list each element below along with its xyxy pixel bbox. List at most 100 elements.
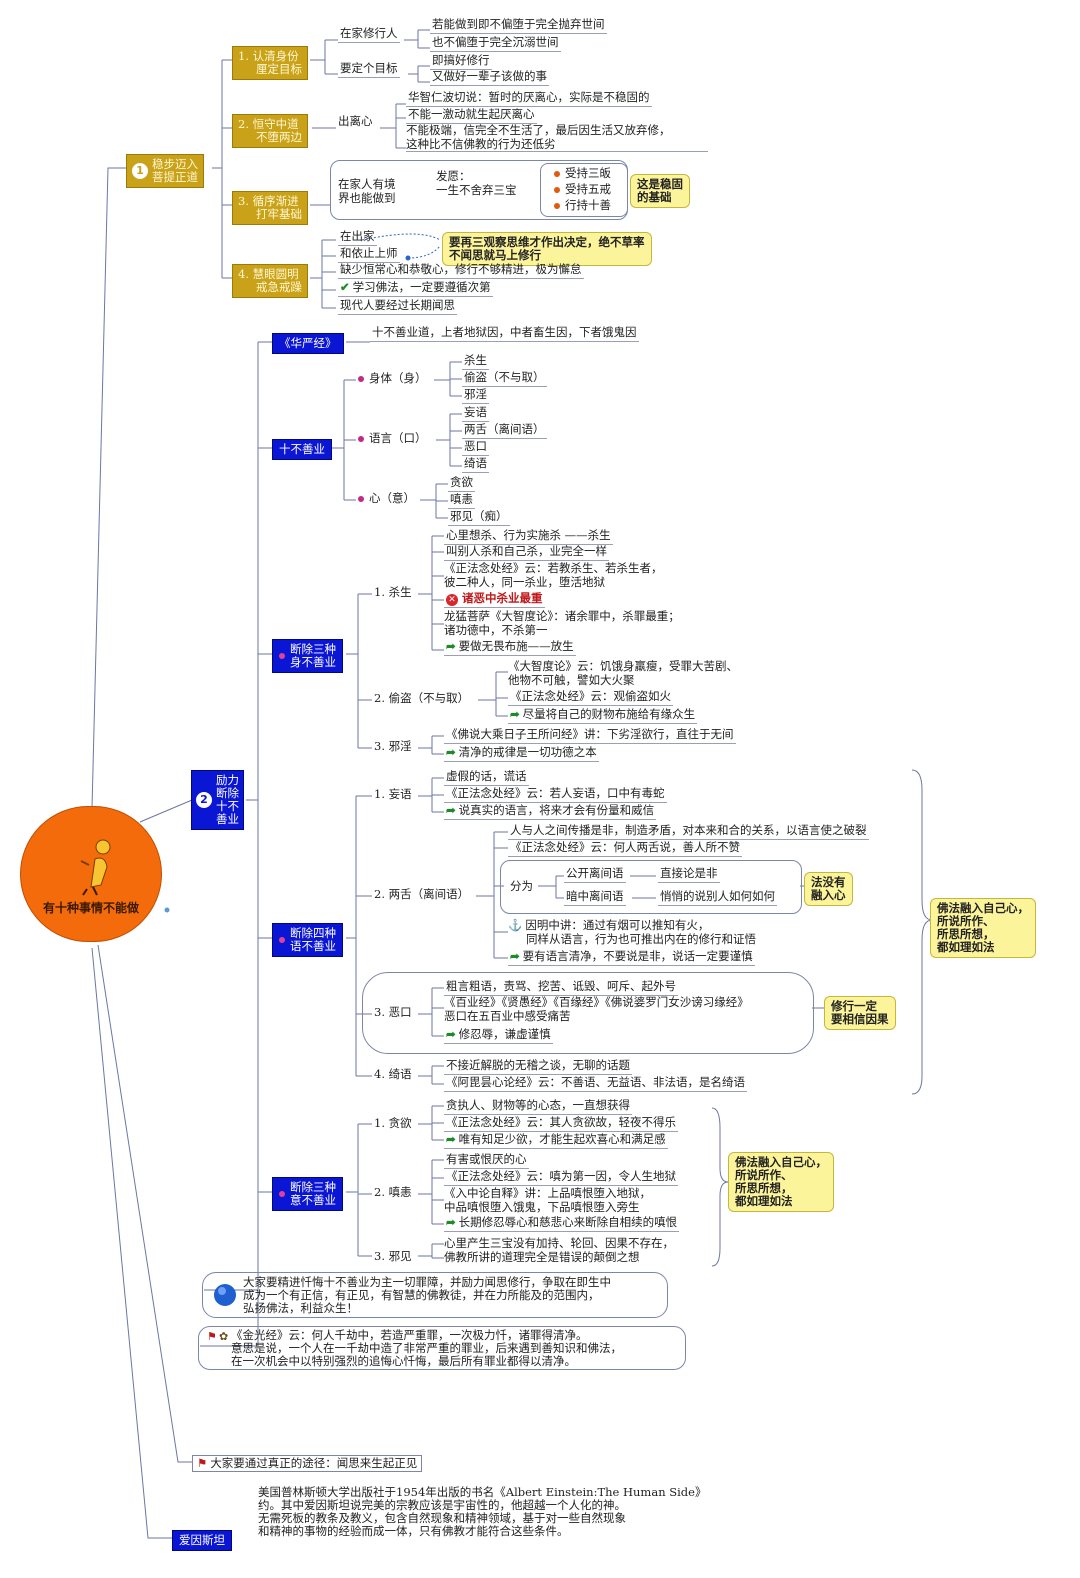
node-divided-into[interactable]: 分为 (510, 879, 533, 893)
node-mind[interactable]: 心（意） (358, 491, 415, 506)
einstein-text[interactable]: 美国普林斯顿大学出版社于1954年出版的书名《Albert Einstein:T… (258, 1486, 706, 1538)
node-idle-1[interactable]: 不接近解脱的无稽之谈，无聊的话题 (444, 1058, 632, 1075)
node-1-3-c2[interactable]: 受持五戒 (554, 182, 611, 197)
node-idle-talk[interactable]: 4. 绮语 (374, 1067, 412, 1081)
node-wrong-view[interactable]: 3. 邪见 (374, 1249, 412, 1263)
branch-2-node[interactable]: 2 励力 断除 十不 善业 (191, 770, 244, 830)
node-1-1-a2[interactable]: 也不偏堕于完全沉溺世间 (430, 35, 561, 52)
node-covetousness[interactable]: 1. 贪欲 (374, 1116, 412, 1130)
node-1-4-d[interactable]: ✔学习佛法，一定要遵循次第 (338, 280, 493, 297)
node-1-2-a1[interactable]: 华智仁波切说：暂时的厌离心，实际是不稳固的 (406, 90, 652, 107)
node-1-3-vow[interactable]: 发愿： 一生不舍弃三宝 (436, 169, 517, 197)
node-harsh-1[interactable]: 粗言粗语，责骂、挖苦、诋毁、呵斥、起外号 (444, 979, 678, 996)
node-speech-3[interactable]: 恶口 (462, 439, 489, 456)
topic-huayan-sutra[interactable]: 《华严经》 (272, 333, 344, 354)
node-hidden-divisive[interactable]: 暗中离间语 (564, 889, 626, 906)
node-body-1[interactable]: 杀生 (462, 353, 489, 370)
node-1-1-a1[interactable]: 若能做到即不偏堕于完全抛弃世间 (430, 17, 607, 34)
topic-1-3[interactable]: 3. 循序渐进 打牢基础 (232, 191, 308, 225)
node-killing-worst[interactable]: ✕诸恶中杀业最重 (444, 591, 545, 608)
callout-believe-karma[interactable]: 修行一定 要相信因果 (824, 996, 896, 1030)
node-1-3-c1[interactable]: 受持三皈 (554, 166, 611, 181)
node-killing-1[interactable]: 心里想杀、行为实施杀 ——杀生 (444, 528, 613, 545)
node-lying[interactable]: 1. 妄语 (374, 787, 412, 801)
node-misconduct[interactable]: 3. 邪淫 (374, 739, 412, 753)
golden-light-sutra-box[interactable]: ⚑ ✿ 《金光经》云：何人千劫中，若造严重罪，一次极力忏，诸罪得清净。 意思是说… (198, 1326, 686, 1370)
branch-4-node[interactable]: 爱因斯坦 (172, 1530, 232, 1551)
node-harsh-2[interactable]: 《百业经》《贤愚经》《百缘经》《佛说婆罗门女沙谤习缘经》恶口在五百业中感受痛苦 (444, 995, 749, 1023)
node-huayan-text[interactable]: 十不善业道，上者地狱因，中者畜生因，下者饿鬼因 (370, 325, 639, 342)
node-idle-2[interactable]: 《阿毘昙心论经》云：不善语、无益语、非法语，是名绮语 (444, 1075, 747, 1092)
node-home-practitioner[interactable]: 在家修行人 (338, 26, 400, 43)
node-covet-3[interactable]: ➦唯有知足少欲，才能生起欢喜心和满足感 (444, 1132, 668, 1149)
node-1-4-c[interactable]: 缺少恒常心和恭敬心，修行不够精进，极为懈怠 (338, 262, 584, 279)
node-ordination[interactable]: 在出家 (338, 229, 377, 246)
node-1-2-a2[interactable]: 不能一激动就生起厌离心 (406, 107, 537, 124)
node-1-3-c3[interactable]: 行持十善 (554, 198, 611, 213)
topic-1-2[interactable]: 2. 恒守中道 不堕两边 (232, 114, 308, 148)
node-stealing-3[interactable]: ➦尽量将自己的财物布施给有缘众生 (508, 707, 698, 724)
topic-1-1[interactable]: 1. 认清身份 厘定目标 (232, 46, 308, 80)
node-misconduct-2[interactable]: ➦清净的戒律是一切功德之本 (444, 745, 599, 762)
node-covet-2[interactable]: 《正法念处经》云：其人贪欲故，轻夜不得乐 (444, 1115, 678, 1132)
callout-dharma-into-mind-speech[interactable]: 佛法融入自己心， 所说所作、 所思所想， 都如理如法 (930, 898, 1036, 958)
node-harsh-3[interactable]: ➦修忍辱，谦虚谨慎 (444, 1027, 553, 1044)
node-1-2-a3[interactable]: 不能极端，信完全不生活了，最后因生活又放弃修， 这种比不信佛教的行为还低劣 (406, 123, 671, 151)
node-body[interactable]: 身体（身） (358, 371, 427, 386)
node-killing-3[interactable]: 《正法念处经》云：若教杀生、若杀生者，彼二种人，同一杀业，堕活地狱 (444, 561, 663, 589)
node-malice-3[interactable]: 《入中论自释》讲：上品嗔恨堕入地狱，中品嗔恨堕入饿鬼，下品嗔恨堕入旁生 (444, 1186, 651, 1214)
node-malice-4[interactable]: ➦长期修忍辱心和慈悲心来断除自相续的嗔恨 (444, 1215, 680, 1232)
node-divisive-clean[interactable]: ➦要有语言清净，不要说是非，说话一定要谨慎 (508, 949, 755, 966)
node-open-divisive-desc[interactable]: 直接论是非 (658, 866, 720, 883)
node-1-4-e[interactable]: 现代人要经过长期闻思 (338, 298, 457, 315)
node-rely-on-master[interactable]: 和依止上师 (338, 246, 400, 263)
node-killing[interactable]: 1. 杀生 (374, 585, 412, 599)
topic-1-4[interactable]: 4. 慧眼圆明 戒急戒躁 (232, 264, 308, 298)
node-speech[interactable]: 语言（口） (358, 431, 427, 446)
node-killing-5[interactable]: 龙猛菩萨《大智度论》：诸余罪中，杀罪最重；诸功德中，不杀第一 (444, 609, 680, 637)
topic-mind-nonvirtues[interactable]: 断除三种意不善业 (272, 1177, 343, 1211)
node-stealing[interactable]: 2. 偷盗（不与取） (374, 691, 470, 705)
node-mind-3[interactable]: 邪见（痴） (448, 509, 510, 526)
root-node[interactable]: 有十种事情不能做 (20, 806, 162, 942)
topic-ten-nonvirtues[interactable]: 十不善业 (272, 439, 332, 460)
branch-3-node[interactable]: ⚑大家要通过真正的途径：闻思来生起正见 (192, 1455, 423, 1472)
node-body-3[interactable]: 邪淫 (462, 387, 489, 404)
node-covet-1[interactable]: 贪执人、财物等的心态，一直想获得 (444, 1098, 632, 1115)
branch-1-node[interactable]: 1 稳步迈入 菩提正道 (126, 154, 204, 188)
node-lying-1[interactable]: 虚假的话，谎话 (444, 769, 529, 786)
node-divisive-logic[interactable]: ⚓因明中讲：通过有烟可以推知有火，同样从语言，行为也可推出内在的修行和证悟 (508, 918, 756, 946)
node-killing-2[interactable]: 叫别人杀和自己杀，业完全一样 (444, 544, 609, 561)
node-mind-2[interactable]: 嗔恚 (448, 492, 475, 509)
node-mind-1[interactable]: 贪欲 (448, 475, 475, 492)
node-misconduct-1[interactable]: 《佛说大乘日子王所问经》讲：下劣淫欲行，直往于无间 (444, 727, 736, 744)
node-1-3-a[interactable]: 在家人有境 界也能做到 (338, 177, 396, 205)
callout-dharma-into-mind-thought[interactable]: 佛法融入自己心， 所说所作、 所思所想， 都如理如法 (728, 1152, 834, 1212)
callout-observe-carefully[interactable]: 要再三观察思维才作出决定，绝不草率 不闻思就马上修行 (442, 232, 652, 266)
node-body-2[interactable]: 偷盗（不与取） (462, 370, 547, 387)
node-divisive[interactable]: 2. 两舌（离间语） (374, 887, 470, 901)
node-1-1-b2[interactable]: 又做好一辈子该做的事 (430, 69, 549, 86)
node-lying-3[interactable]: ➦说真实的语言，将来才会有份量和威信 (444, 803, 657, 820)
node-open-divisive[interactable]: 公开离间语 (564, 866, 626, 883)
node-divisive-1[interactable]: 人与人之间传播是非，制造矛盾，对本来和合的关系，以语言使之破裂 (508, 823, 869, 840)
node-wrong-view-1[interactable]: 心里产生三宝没有加持、轮回、因果不存在，佛教所讲的道理完全是错误的颠倒之想 (444, 1236, 674, 1264)
topic-body-nonvirtues[interactable]: 断除三种身不善业 (272, 639, 343, 673)
node-divisive-2[interactable]: 《正法念处经》云：何人两舌说，善人所不赞 (508, 840, 742, 857)
callout-dharma-not-in-heart[interactable]: 法没有 融入心 (804, 872, 853, 906)
topic-speech-nonvirtues[interactable]: 断除四种语不善业 (272, 923, 343, 957)
node-malice[interactable]: 2. 嗔恚 (374, 1185, 412, 1199)
node-stealing-2[interactable]: 《正法念处经》云：观偷盗如火 (508, 689, 673, 706)
node-speech-4[interactable]: 绮语 (462, 456, 489, 473)
node-malice-1[interactable]: 有害或恨厌的心 (444, 1152, 529, 1169)
node-speech-1[interactable]: 妄语 (462, 405, 489, 422)
node-killing-6[interactable]: ➦要做无畏布施——放生 (444, 639, 576, 656)
node-malice-2[interactable]: 《正法念处经》云：嗔为第一因，令人生地狱 (444, 1169, 678, 1186)
node-harsh-speech[interactable]: 3. 恶口 (374, 1005, 412, 1019)
callout-stable-foundation[interactable]: 这是稳固 的基础 (630, 174, 690, 208)
node-set-goal[interactable]: 要定个目标 (338, 61, 400, 78)
summary-box[interactable]: 大家要精进忏悔十不善业为主一切罪障，并励力闻思修行，争取在即生中 成为一个有正信… (202, 1272, 668, 1318)
node-stealing-1[interactable]: 《大智度论》云：饥饿身羸瘦，受罪大苦剧、他物不可触，譬如大火聚 (508, 659, 738, 687)
node-renunciation[interactable]: 出离心 (338, 114, 373, 128)
node-1-1-b1[interactable]: 即搞好修行 (430, 53, 492, 70)
